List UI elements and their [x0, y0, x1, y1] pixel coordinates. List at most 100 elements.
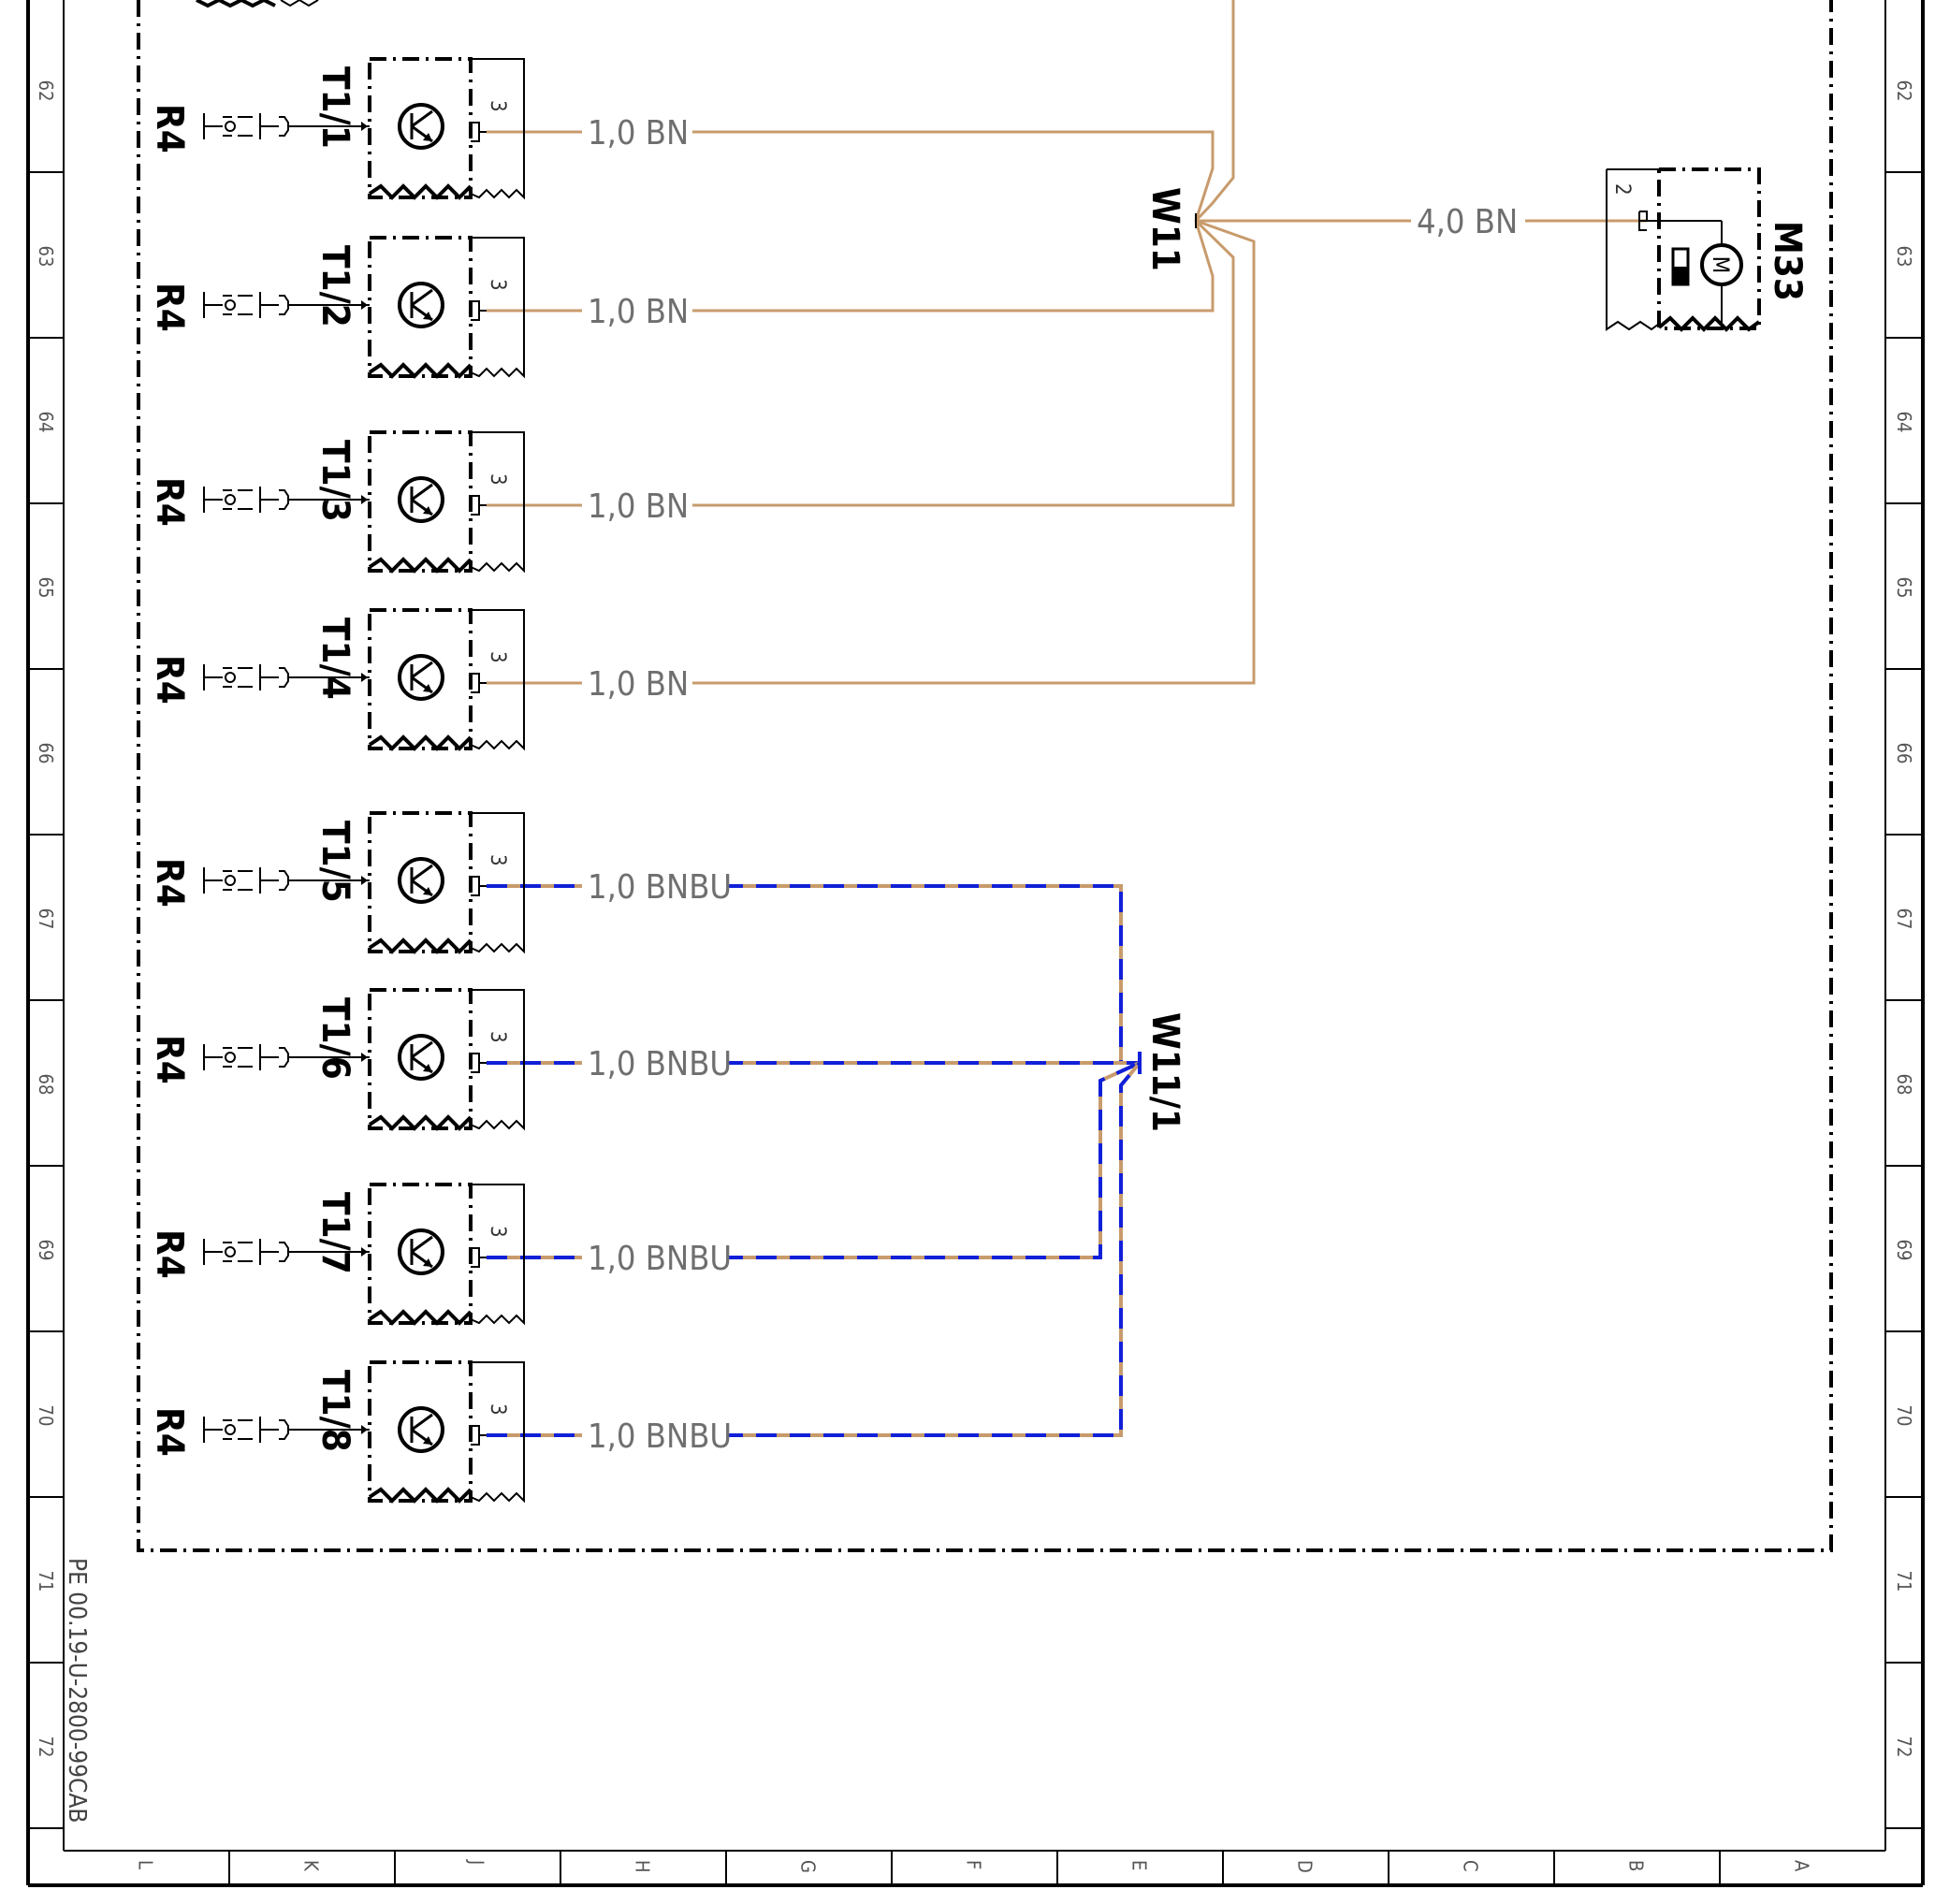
row-label-right: 62: [1893, 80, 1915, 102]
row-label-right: 71: [1893, 1571, 1915, 1592]
sensor-t1-4: 3 T1/4 R4: [148, 608, 525, 751]
column-label: F: [963, 1860, 985, 1869]
column-label: L: [135, 1860, 157, 1869]
splice-w11: W11: [1143, 187, 1197, 271]
sensor-pin-label: 3: [486, 100, 509, 112]
svg-text:1,0 BNBU: 1,0 BNBU: [588, 868, 732, 907]
row-label-right: 68: [1893, 1074, 1915, 1096]
sensor-label: T1/4: [313, 618, 356, 700]
wire-label: 1,0 BN: [582, 288, 692, 331]
enclosure-boundary: [137, 0, 1833, 1552]
row-label-right: 65: [1893, 577, 1915, 599]
svg-text:1,0 BN: 1,0 BN: [588, 114, 689, 153]
splice-w11-1: W11/1: [1138, 1012, 1186, 1132]
sensor-pin-label: 3: [486, 651, 509, 663]
sensor-r-label: R4: [148, 655, 191, 705]
row-label-left: 67: [35, 908, 57, 930]
row-label-left: 69: [35, 1240, 57, 1261]
row-label-left: 70: [35, 1405, 57, 1427]
motor-symbol-letter: M: [1708, 256, 1734, 274]
column-label: C: [1460, 1860, 1482, 1872]
sensor-r-label: R4: [148, 1407, 191, 1457]
sensor-t1-7: 3 T1/7 R4: [148, 1183, 525, 1326]
sensor-pin-label: 3: [486, 279, 509, 291]
svg-text:1,0 BN: 1,0 BN: [588, 293, 689, 331]
wire-label-group: 1,0 BN 1,0 BN 1,0 BN 1,0 BN 1,0 BNBU 1,0 BNBU…: [582, 109, 732, 1456]
sensor-t1-3: 3 T1/3 R4: [148, 430, 525, 574]
sensor-label: T1/3: [313, 440, 356, 522]
wire-t1-4: [487, 219, 1256, 685]
row-label-left: 68: [35, 1074, 57, 1096]
column-label: J: [466, 1859, 488, 1865]
column-label: D: [1294, 1860, 1317, 1873]
sensor-t1-1: 3 T1/1 R4: [148, 57, 525, 200]
wire-label: 1,0 BN: [582, 483, 692, 526]
row-label-right: 72: [1893, 1737, 1915, 1758]
wire-layer: [487, 0, 1647, 1437]
wire-label: 1,0 BNBU: [582, 1413, 732, 1456]
wire-t1-7: [487, 1061, 1141, 1259]
trunk-wire-top: [1194, 0, 1235, 223]
sensor-t1-5: 3 T1/5 R4: [148, 811, 525, 954]
sensor-t1-2: 3T1/2R4: [148, 236, 525, 379]
sensor-r-label: R4: [148, 1035, 191, 1084]
column-label: H: [632, 1860, 654, 1873]
svg-text:1,0 BNBU: 1,0 BNBU: [588, 1417, 732, 1456]
sensor-r-label: R4: [148, 477, 191, 527]
row-label-right: 63: [1893, 246, 1915, 268]
partial-sensor-top: [196, 0, 319, 8]
sensor-pin-label: 3: [486, 1226, 509, 1238]
row-label-right: 67: [1893, 908, 1915, 930]
column-label: K: [300, 1860, 323, 1872]
sensor-t1-6: 3 T1/6 R4: [148, 988, 525, 1131]
sensor-pin-label: 3: [486, 1403, 509, 1416]
motor-pin-label: 2: [1610, 183, 1634, 196]
wire-t1-8: [487, 1061, 1142, 1437]
column-label: B: [1625, 1860, 1648, 1871]
sensor-label: T1/7: [313, 1192, 356, 1274]
sensor-r-label: R4: [148, 1229, 191, 1279]
svg-text:1,0 BN: 1,0 BN: [588, 665, 689, 704]
sensor-pin-label: 3: [486, 854, 509, 866]
sensor-pin-label: 3: [486, 473, 509, 486]
wire-label: 1,0 BNBU: [582, 1235, 732, 1278]
sensor-pin-label: 3: [486, 1031, 509, 1043]
splice-w11-1-label: W11/1: [1143, 1012, 1186, 1132]
sensor-r-label: R4: [148, 283, 191, 332]
motor-m33: M 2 M33: [1606, 167, 1809, 332]
svg-text:1,0 BN: 1,0 BN: [588, 487, 689, 526]
document-code: PE 00.19-U-2800-99CAB: [63, 1558, 91, 1823]
column-label: A: [1791, 1860, 1813, 1872]
svg-text:1,0 BNBU: 1,0 BNBU: [588, 1240, 732, 1278]
sensor-label: T1/6: [313, 997, 356, 1080]
wire-t1-5: [487, 884, 1140, 1065]
sensor-label: T1/1: [313, 66, 356, 149]
motor-label: M33: [1766, 221, 1809, 301]
sensor-t1-8: 3 T1/8 R4: [148, 1360, 525, 1504]
row-label-left: 62: [35, 80, 57, 102]
row-label-left: 71: [35, 1571, 57, 1592]
wire-t1-2: [487, 220, 1215, 312]
row-label-left: 65: [35, 577, 57, 599]
wire-t1-3: [487, 219, 1235, 507]
row-label-left: 66: [35, 743, 57, 764]
motor-wire-label-group: 4,0 BN: [1411, 200, 1525, 241]
wire-label: 1,0 BN: [582, 109, 692, 153]
row-label-left: 63: [35, 246, 57, 268]
wire-label: 1,0 BN: [582, 661, 692, 704]
row-label-right: 64: [1893, 412, 1915, 433]
sensor-label: T1/8: [313, 1370, 356, 1452]
wire-label: 1,0 BNBU: [582, 1040, 732, 1083]
sensor-group: 3T1/1R43T1/2R43T1/3R43T1/4R43T1/5R43T1/6…: [148, 57, 525, 1504]
row-label-right: 66: [1893, 743, 1915, 764]
column-label: G: [797, 1860, 820, 1873]
svg-text:1,0 BNBU: 1,0 BNBU: [588, 1045, 732, 1083]
row-label-left: 64: [35, 412, 57, 433]
column-label: E: [1128, 1860, 1151, 1870]
sensor-r-label: R4: [148, 858, 191, 908]
sensor-label: T1/5: [313, 821, 356, 903]
motor-wire-label: 4,0 BN: [1417, 203, 1518, 241]
sensor-r-label: R4: [148, 104, 191, 153]
